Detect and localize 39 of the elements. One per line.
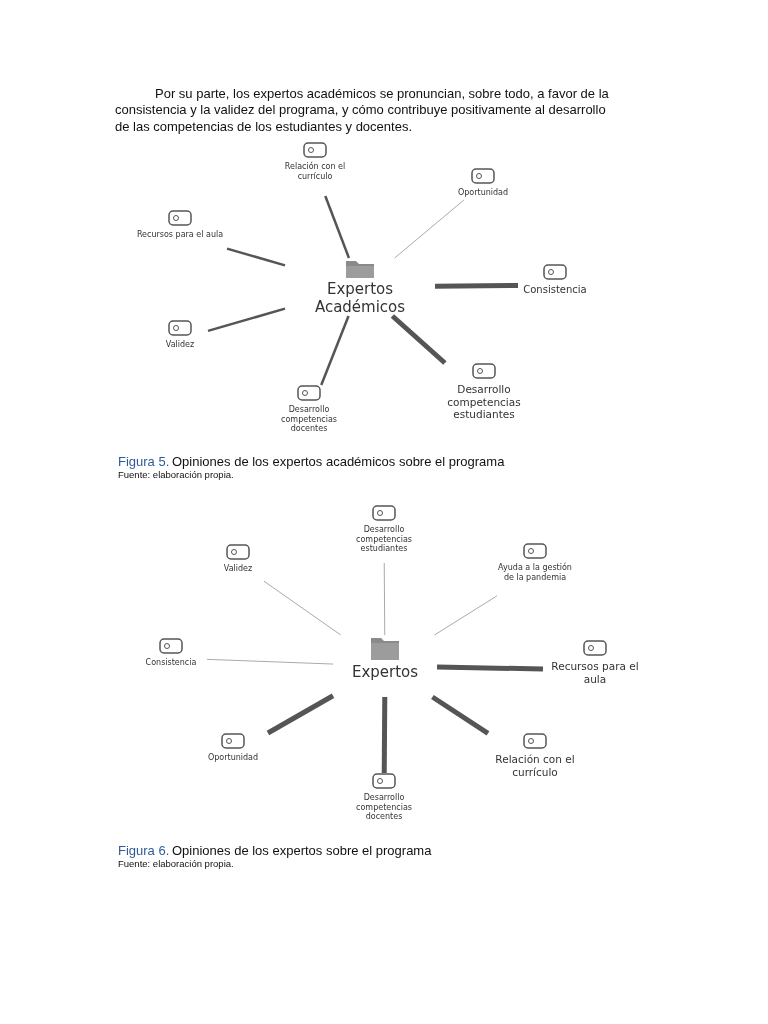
connector-line (394, 199, 465, 259)
node-label: Desarrollo competencias estudiantes (355, 525, 413, 554)
figure-caption: Opiniones de los expertos sobre el programa (172, 843, 432, 860)
connector-line (324, 195, 351, 259)
node-label: Ayuda a la gestión de la pandemia (497, 563, 573, 583)
node-label: Consistencia (523, 284, 587, 296)
connector-line (226, 247, 286, 267)
central-node-label: Expertos Académicos (313, 280, 407, 316)
figure-number: Figura 6. (118, 843, 170, 860)
node-label: Relación con el currículo (283, 162, 347, 182)
connector-line (383, 562, 386, 636)
source-note: Fuente: elaboración propia. (118, 858, 234, 870)
connector-line (390, 314, 447, 365)
connector-line (206, 658, 334, 665)
node-label: Desarrollo competencias docentes (355, 793, 413, 822)
body-paragraph: Por su parte, los expertos académicos se pronuncian, sobre todo, a favor de la consistencia y la validez del programa, y cómo contribuye positivamente al desarrollo de las competencias de los estudiantes y docentes. (115, 86, 610, 135)
connector-line (207, 307, 286, 333)
connector-line (266, 693, 335, 736)
node-label: Recursos para el aula (136, 230, 224, 240)
node-label: Desarrollo competencias estudiantes (446, 383, 522, 421)
central-node-label: Expertos (351, 663, 419, 681)
connector-line (436, 664, 544, 672)
source-note: Fuente: elaboración propia. (118, 469, 234, 481)
node-label: Oportunidad (207, 753, 259, 763)
connector-line (434, 282, 519, 289)
node-label: Consistencia (145, 658, 197, 668)
connector-line (431, 694, 490, 736)
connector-line (381, 697, 388, 773)
node-label: Relación con el currículo (494, 753, 576, 779)
node-label: Desarrollo competencias docentes (280, 405, 338, 434)
node-label: Recursos para el aula (550, 660, 640, 686)
node-label: Validez (223, 564, 253, 574)
connector-line (320, 315, 350, 386)
figure-number: Figura 5. (118, 454, 170, 471)
node-label: Oportunidad (457, 188, 509, 198)
connector-line (433, 595, 498, 636)
figure-caption: Opiniones de los expertos académicos sobre el programa (172, 454, 505, 471)
node-label: Validez (165, 340, 195, 350)
connector-line (263, 580, 342, 636)
